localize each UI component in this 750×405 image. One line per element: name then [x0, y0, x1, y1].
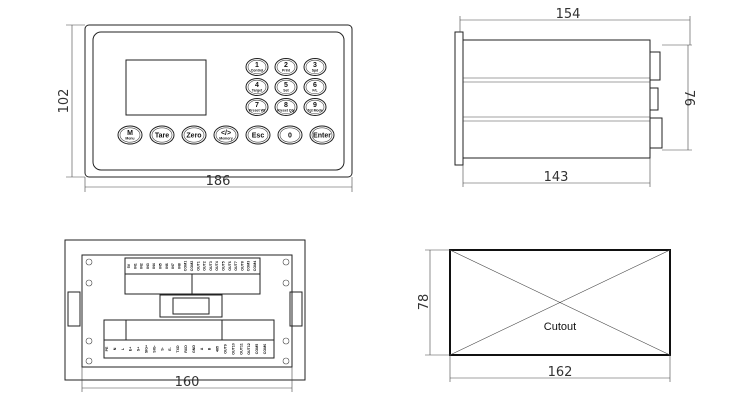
key-number: 4 — [255, 82, 259, 89]
terminal-label: OUT5 — [222, 261, 226, 271]
key-number: 1 — [255, 62, 259, 69]
cutout-width-dim: 162 — [548, 365, 573, 380]
key-6[interactable]: 6F/L — [303, 78, 327, 96]
key-esc[interactable]: Esc — [245, 125, 271, 145]
key-sublabel: Menu — [125, 137, 134, 141]
side-body-dim: 143 — [544, 170, 569, 185]
terminal-label: S- — [160, 346, 164, 350]
terminal-label: SIG- — [152, 345, 156, 353]
key-zero[interactable]: Zero — [181, 125, 207, 145]
terminal-label: 485 — [216, 346, 220, 352]
key-label: Enter — [313, 133, 331, 140]
terminal-label: E- — [168, 346, 172, 350]
side-height-dim: 76 — [681, 90, 696, 107]
terminal-label: TXD — [176, 345, 180, 353]
terminal-label: S+ — [137, 347, 141, 352]
terminal-label: OUT11 — [239, 343, 243, 354]
key-sublabel: Set — [283, 89, 289, 93]
key-number: 9 — [313, 102, 317, 109]
terminal-label: OUT8 — [240, 261, 244, 271]
key-label: 0 — [288, 133, 292, 140]
front-height-dim: 102 — [57, 89, 72, 114]
terminal-label: OUT12 — [247, 343, 251, 355]
key-number: 5 — [284, 82, 288, 89]
key-enter[interactable]: Enter — [309, 125, 335, 145]
key-sublabel: Tgt Mode — [307, 109, 323, 113]
terminal-label: COM6 — [263, 344, 267, 354]
key-label: Esc — [252, 133, 265, 140]
terminal-label: 5V — [127, 263, 131, 268]
terminal-label: IN6 — [165, 263, 169, 269]
key-sublabel: Spd — [312, 69, 319, 73]
terminal-label: COM2 — [190, 261, 194, 271]
terminal-label: PE — [105, 346, 109, 351]
terminal-label: COM5 — [255, 344, 259, 354]
terminal-label: OUT6 — [228, 261, 232, 271]
terminal-label: B — [208, 347, 212, 350]
key-sublabel: Preset Wt — [249, 109, 266, 113]
back-width-dim: 160 — [175, 375, 200, 390]
terminal-label: IN4 — [152, 263, 156, 269]
key-label: Zero — [186, 133, 201, 140]
key-sublabel: Print — [282, 69, 291, 73]
terminal-label: OUT2 — [203, 261, 207, 271]
side-view: 154 76 143 — [454, 7, 696, 187]
terminal-label: IN8 — [177, 263, 181, 269]
terminal-label: IN2 — [140, 263, 144, 269]
terminal-label: COM4 — [253, 261, 257, 271]
terminal-label: OUT3 — [209, 261, 213, 271]
terminal-label: RXD — [184, 345, 188, 353]
terminal-label: OUT10 — [231, 343, 235, 355]
lcd-display — [125, 59, 207, 116]
key-number: 3 — [313, 62, 317, 69]
terminal-label: OUT1 — [196, 261, 200, 271]
key-label: </> — [221, 130, 231, 137]
terminal-label: E+ — [129, 347, 133, 352]
key-sublabel: Preset Qty — [277, 109, 295, 113]
front-width-dim: 186 — [206, 174, 231, 189]
terminal-label: IN1 — [133, 263, 137, 269]
cutout-label: Cutout — [544, 321, 576, 333]
key-sublabel: Control — [251, 69, 263, 73]
cutout-height-dim: 78 — [417, 294, 432, 311]
key-label: Tare — [155, 133, 169, 140]
terminal-label: IN7 — [171, 263, 175, 269]
front-view: 1Control2Print3Spd4Target5Set6F/L7Preset… — [57, 24, 353, 192]
terminal-label: N — [113, 347, 117, 350]
terminal-label: COM1 — [184, 261, 188, 271]
terminal-label: OUT7 — [234, 261, 238, 271]
terminal-label: SIG+ — [145, 345, 149, 353]
side-length-dim: 154 — [556, 7, 581, 22]
key-label: M — [127, 130, 133, 137]
key-tare[interactable]: Tare — [149, 125, 175, 145]
terminal-label: IN3 — [146, 263, 150, 269]
terminal-label: COM3 — [247, 261, 251, 271]
key-sublabel: Memory — [219, 137, 232, 141]
key-0[interactable]: 0 — [277, 125, 303, 145]
key-number: 7 — [255, 102, 259, 109]
cutout-view: Cutout 78 162 — [417, 249, 671, 382]
terminal-label: GND — [192, 345, 196, 353]
terminal-label: L — [121, 347, 125, 350]
key-number: 8 — [284, 102, 288, 109]
key-number: 2 — [284, 62, 288, 69]
terminal-label: OUT9 — [224, 344, 228, 354]
terminal-label: A — [200, 347, 204, 350]
key-[interactable]: </>Memory — [213, 125, 239, 145]
key-number: 6 — [313, 82, 317, 89]
key-sublabel: Target — [252, 89, 263, 93]
key-sublabel: F/L — [312, 89, 318, 93]
terminal-label: OUT4 — [215, 261, 219, 271]
terminal-label: IN5 — [159, 263, 163, 269]
